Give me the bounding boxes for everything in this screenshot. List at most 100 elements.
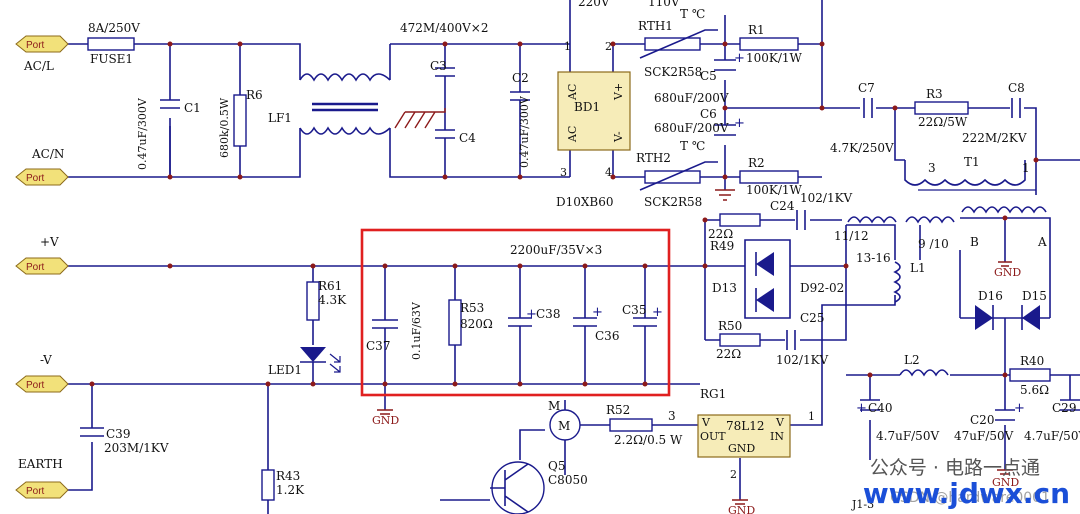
- resistor-r2: R2 100K/1W: [739, 156, 803, 197]
- rth1-temp: T ℃: [680, 7, 705, 21]
- junction-dots: [89, 41, 1039, 387]
- capacitor-c36: + C36: [573, 305, 619, 343]
- r52-pin3: 3: [668, 409, 676, 423]
- gnd-label-block: GND: [372, 414, 399, 427]
- c4-ref: C4: [459, 131, 476, 145]
- c38-ref: C38: [536, 307, 560, 321]
- lf1-value: 472M/400V×2: [400, 21, 489, 35]
- transistor-q5: Q5 C8050: [490, 459, 588, 514]
- resistor-r49: 22Ω R49: [708, 213, 761, 253]
- rth2-part: SCK2R58: [644, 195, 702, 209]
- line-filter-lf1: LF1 472M/400V×2: [268, 21, 489, 135]
- c2-value: 0.47uF/300V: [518, 95, 531, 168]
- bd1-vminus: V-: [612, 131, 625, 143]
- rg1-out: OUT: [700, 430, 726, 443]
- capacitor-c3: C3: [430, 59, 455, 100]
- c5-value: 680uF/200V: [654, 91, 729, 105]
- capacitor-c39: C39 203M/1KV: [80, 427, 169, 455]
- inductor-l2: L2: [899, 353, 949, 377]
- c8-value: 222M/2KV: [962, 131, 1027, 145]
- r3-value: 22Ω/5W: [918, 115, 968, 129]
- rth1-ref: RTH1: [638, 19, 673, 33]
- rg1-gnd: GND: [728, 442, 755, 455]
- r52-value: 2.2Ω/0.5 W: [614, 433, 683, 447]
- capacitor-c24: C24 102/1KV: [770, 191, 853, 230]
- capacitor-c29: C29 4.7uF/50V: [1024, 399, 1080, 443]
- resistor-r52: R52 2.2Ω/0.5 W 3: [606, 403, 683, 447]
- bd1-ref: BD1: [574, 100, 600, 114]
- wechat-watermark: 公众号 · 电路一点通: [869, 457, 1040, 479]
- r50-ref: R50: [718, 319, 742, 333]
- highlight-box: [360, 228, 671, 397]
- c37-ref: C37: [366, 339, 390, 353]
- c1-value: 0.47uF/300V: [136, 97, 149, 170]
- port-earth[interactable]: Port: [15, 481, 69, 499]
- ground-symbol-rg: GND: [728, 499, 755, 514]
- fuse-fuse1: 8A/250V FUSE1: [87, 21, 140, 66]
- motor-ref: M: [548, 399, 560, 413]
- r53-value: 820Ω: [460, 317, 493, 331]
- port-label: Port: [26, 262, 45, 273]
- port-ac-n[interactable]: Port: [15, 168, 69, 186]
- r2-ref: R2: [748, 156, 765, 170]
- port-ac-l[interactable]: Port: [15, 35, 69, 53]
- rg1-in: IN: [770, 430, 784, 443]
- r61-ref: R61: [318, 279, 342, 293]
- bd1-ac2: AC: [566, 126, 579, 143]
- csdn-watermark: CSDN @hardware0001: [890, 490, 1050, 506]
- capacitor-c37: C37 0.1uF/63V: [366, 301, 423, 360]
- svg-text:+: +: [734, 51, 745, 66]
- rg1-v-out: V: [701, 416, 711, 429]
- svg-text:+: +: [652, 305, 663, 320]
- fuse-value: 8A/250V: [88, 21, 140, 35]
- port-minus-v[interactable]: Port: [15, 375, 69, 393]
- c7-value: 4.7K/250V: [830, 141, 894, 155]
- transformer-windings: 11/12 13-16 9 /10 L1: [834, 206, 1047, 303]
- lf1-ref: LF1: [268, 111, 292, 125]
- net-label-ac-l: AC/L: [23, 59, 54, 73]
- rg1-pin2: 2: [730, 468, 737, 481]
- bd1-pin4: 4: [605, 166, 612, 179]
- c37-value: 0.1uF/63V: [410, 301, 423, 360]
- resistor-r53: R53 820Ω: [448, 299, 493, 346]
- output-filter-block: 2200uF/35V×3 C37 0.1uF/63V R53 820Ω + C3…: [360, 228, 671, 397]
- motor-symbol-label: M: [558, 419, 570, 433]
- c40-value: 4.7uF/50V: [876, 429, 939, 443]
- l2-ref: L2: [904, 353, 920, 367]
- rg1-ref: RG1: [700, 387, 726, 401]
- label-a: A: [1037, 235, 1047, 249]
- capacitor-c40: + C40 4.7uF/50V: [856, 399, 939, 443]
- t1-ref: T1: [964, 155, 980, 169]
- c20-ref: C20: [970, 413, 994, 427]
- capacitor-c4: C4: [435, 129, 476, 150]
- rth2-ref: RTH2: [636, 151, 671, 165]
- c40-ref: C40: [868, 401, 892, 415]
- c20-value: 47uF/50V: [954, 429, 1014, 443]
- c5-ref: C5: [700, 69, 717, 83]
- capacitor-c20: + C20 47uF/50V: [954, 401, 1025, 443]
- d15-ref: D15: [1022, 289, 1047, 303]
- capacitor-c25: C25 102/1KV: [776, 311, 829, 367]
- ground-symbol-block: GND: [372, 409, 399, 427]
- regulator-rg1: RG1 78L12 V OUT GND V IN 1 2: [697, 387, 815, 481]
- label-b: B: [970, 235, 979, 249]
- resistor-r43: R43 1.2K: [261, 469, 305, 501]
- c25-value: 102/1KV: [776, 353, 829, 367]
- labels-ab: B A GND: [970, 235, 1047, 279]
- q5-ref: Q5: [548, 459, 565, 473]
- bd1-pin1: 1: [564, 40, 571, 53]
- r2-value: 100K/1W: [746, 183, 803, 197]
- c1-ref: C1: [184, 101, 201, 115]
- r52-ref: R52: [606, 403, 630, 417]
- r6-ref: R6: [246, 88, 263, 102]
- l1-ref: L1: [910, 261, 926, 275]
- resistor-r6: R6 680k/0.5W: [218, 88, 263, 158]
- c7-ref: C7: [858, 81, 875, 95]
- led-led1: LED1: [268, 347, 341, 377]
- thermistor-rth2: RTH2 T ℃ SCK2R58: [636, 139, 718, 209]
- port-plus-v[interactable]: Port: [15, 257, 69, 275]
- label-110v: 110V: [648, 0, 680, 9]
- net-label-ac-n: AC/N: [31, 147, 64, 161]
- d16-ref: D16: [978, 289, 1003, 303]
